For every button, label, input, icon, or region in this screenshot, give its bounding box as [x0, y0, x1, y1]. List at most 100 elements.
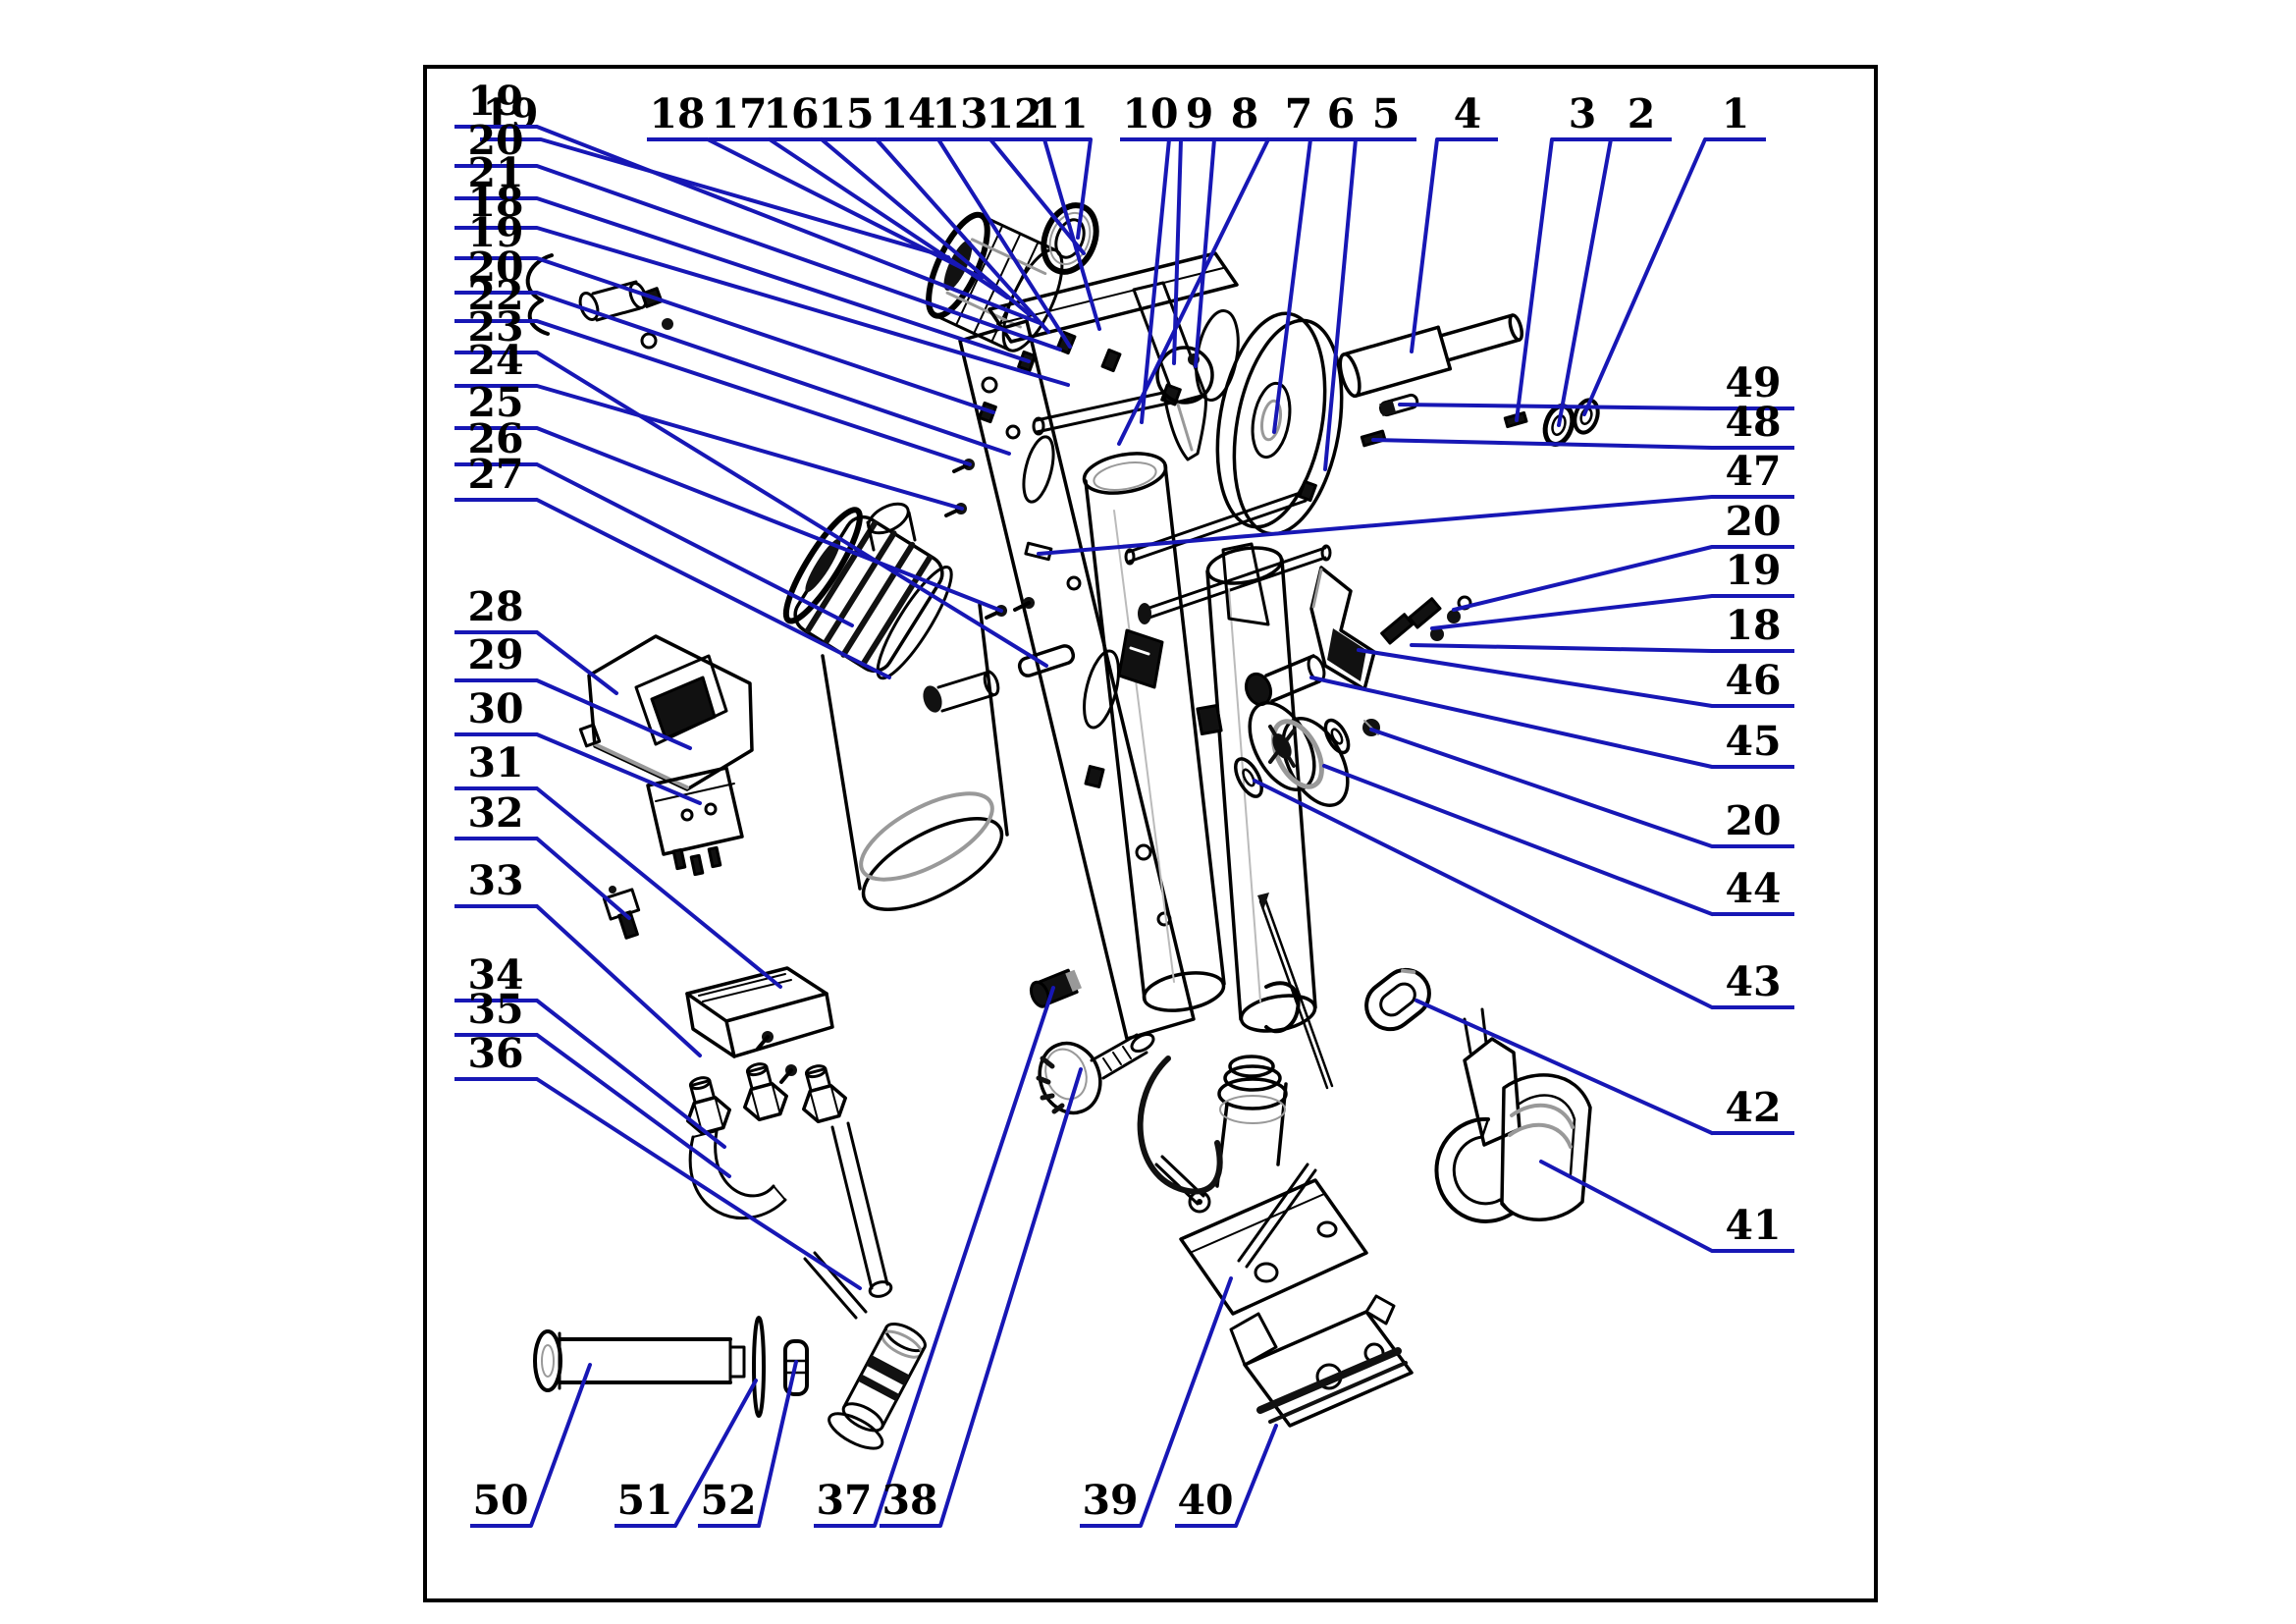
- leader-line: [873, 986, 1055, 1528]
- part-hex-bolt37: [1029, 968, 1082, 1008]
- leader-line: [1234, 1424, 1278, 1528]
- leader-line: [535, 226, 1070, 387]
- leader-line: [706, 137, 984, 280]
- part-number-label: 50: [472, 1477, 528, 1524]
- part-number-label: 52: [700, 1477, 756, 1524]
- leader-line: [757, 1360, 798, 1528]
- leader-line: [988, 137, 1086, 255]
- part-number-label: 22: [467, 272, 523, 319]
- leader-line: [1117, 137, 1270, 446]
- leader-line: [768, 137, 1009, 299]
- part-number-label: 25: [467, 379, 523, 426]
- leader-line: [535, 999, 726, 1149]
- part-number-label: 4: [1454, 90, 1482, 137]
- part-tie-rods: [1124, 479, 1332, 624]
- part-pipe-assembly: [685, 1062, 893, 1298]
- part-number-label: 18: [1725, 602, 1781, 649]
- part-hex-bolt45: [1244, 654, 1326, 707]
- part-number-label: 42: [1725, 1084, 1781, 1131]
- part-number-label: 47: [1725, 448, 1781, 495]
- part-number-label: 1: [1722, 90, 1750, 137]
- part-number-label: 27: [467, 451, 523, 498]
- part-number-label: 40: [1177, 1477, 1233, 1524]
- part-number-label: 19: [1725, 547, 1781, 594]
- part-number-label: 14: [880, 90, 935, 137]
- part-handle-wire: [525, 253, 673, 350]
- part-long-bolt: [533, 1329, 746, 1392]
- part-number-label: 51: [616, 1477, 672, 1524]
- leader-line: [1410, 137, 1439, 353]
- leader-line: [535, 462, 854, 627]
- leader-line: [1430, 594, 1714, 630]
- leader-line: [938, 1067, 1083, 1528]
- part-number-label: 10: [1122, 90, 1178, 137]
- part-number-label: 28: [467, 583, 523, 630]
- part-number-label: 41: [1725, 1202, 1781, 1249]
- leader-line: [535, 630, 618, 695]
- part-switch-housing: [578, 634, 754, 791]
- part-number-label: 5: [1372, 90, 1401, 137]
- part-frame-plate: [944, 319, 1196, 1041]
- part-motor: [782, 502, 1009, 912]
- part-number-label: 7: [1285, 90, 1313, 137]
- leader-line: [1557, 137, 1613, 427]
- leader-line: [529, 1363, 592, 1528]
- part-number-label: 24: [467, 337, 523, 384]
- part-number-label: 36: [467, 1030, 523, 1077]
- leader-line: [535, 732, 702, 805]
- part-number-label: 17: [711, 90, 767, 137]
- leader-line: [1452, 545, 1714, 612]
- leader-line: [535, 291, 1011, 456]
- leader-line: [1357, 648, 1714, 708]
- leader-line: [535, 1033, 731, 1178]
- leader-line: [1415, 999, 1714, 1135]
- part-number-label: 20: [1725, 797, 1781, 844]
- part-number-label: 29: [467, 631, 523, 678]
- part-oil-tray: [685, 966, 834, 1084]
- part-ball-crank: [1155, 346, 1214, 461]
- part-number-label: 30: [467, 685, 523, 732]
- part-clamp: [1434, 1007, 1592, 1223]
- leader-line: [535, 786, 782, 989]
- leader-line: [1539, 1160, 1714, 1253]
- leader-line: [535, 164, 1062, 352]
- leader-line: [1253, 779, 1714, 1009]
- part-number-label: 8: [1231, 90, 1259, 137]
- leader-line: [535, 678, 692, 750]
- part-chain-link: [1364, 967, 1431, 1032]
- part-number-label: 31: [467, 739, 523, 786]
- part-washer51: [752, 1316, 766, 1418]
- leader-line: [1309, 676, 1714, 769]
- part-number-label: 15: [818, 90, 874, 137]
- part-contact-block: [646, 766, 744, 877]
- leader-line: [535, 319, 972, 466]
- part-number-label: 16: [763, 90, 819, 137]
- part-number-label: 6: [1327, 90, 1356, 137]
- leader-line: [535, 256, 995, 414]
- leader-line: [535, 125, 1044, 326]
- leader-line: [535, 837, 631, 920]
- part-number-label: 19: [482, 90, 538, 137]
- leader-line: [535, 904, 702, 1057]
- leader-line: [1194, 137, 1216, 368]
- leader-line: [875, 137, 1050, 334]
- leader-line: [535, 384, 964, 511]
- leader-line: [535, 196, 1031, 363]
- part-number-label: 34: [467, 951, 523, 999]
- part-pin-and-bolt: [923, 644, 1076, 713]
- leader-line: [1322, 764, 1714, 916]
- part-number-label: 49: [1725, 359, 1781, 406]
- leader-line: [535, 498, 891, 679]
- leader-line: [1076, 137, 1093, 240]
- part-number-label: 13: [932, 90, 988, 137]
- leader-line: [535, 351, 1048, 668]
- leader-line: [1037, 495, 1714, 556]
- part-wedge: [1309, 566, 1472, 691]
- part-number-label: 26: [467, 415, 523, 462]
- parts-drawing: [525, 202, 1600, 1450]
- leader-line: [673, 1379, 758, 1528]
- leader-line: [1272, 137, 1312, 434]
